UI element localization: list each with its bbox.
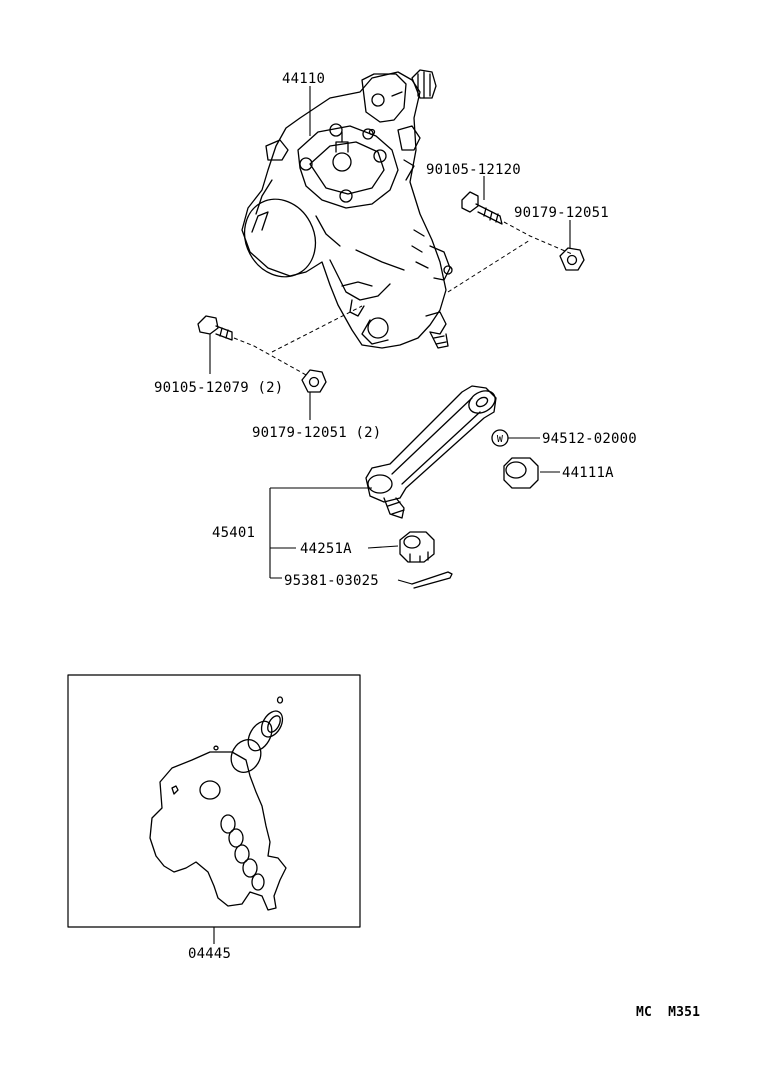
pitman-arm [365, 385, 497, 519]
label-nut-upper: 90179-12051 [514, 205, 609, 221]
lower-mount-dash-line [233, 337, 309, 377]
upper-mounting-bolt [461, 191, 503, 225]
leader-lines [209, 86, 571, 944]
lower-flange-nut [301, 369, 327, 393]
washer-symbol: W [491, 429, 509, 447]
leader-95381-03025 [397, 579, 413, 585]
steering-gear-housing [241, 69, 453, 349]
label-nut-lower: 90179-12051 (2) [252, 425, 381, 441]
washer-symbol-text: W [497, 434, 504, 445]
upper-mount-dash-line-2 [447, 239, 531, 293]
lower-mounting-bolt [197, 315, 233, 341]
label-bolt-upper: 90105-12120 [426, 162, 521, 178]
leader-45401-bracket [269, 487, 372, 579]
label-gasket-kit: 04445 [188, 946, 231, 962]
cotter-pin [411, 571, 453, 589]
label-pitman-arm-assy: 45401 [212, 525, 255, 541]
label-washer: 94512-02000 [542, 431, 637, 447]
label-cotter-pin: 95381-03025 [284, 573, 379, 589]
lower-mount-dash-line-2 [271, 305, 363, 353]
gasket-kit-box [67, 674, 361, 928]
label-gear-assembly: 44110 [282, 71, 325, 87]
label-castle-nut: 44251A [300, 541, 352, 557]
label-nut-arm: 44111A [562, 465, 614, 481]
page-code: MC M351 [636, 1005, 700, 1020]
upper-mount-dash-line [503, 221, 573, 255]
pitman-arm-nut [503, 457, 539, 489]
upper-flange-nut [559, 247, 585, 271]
label-bolt-lower: 90105-12079 (2) [154, 380, 283, 396]
castle-nut [399, 531, 435, 563]
leader-44251A [367, 545, 399, 549]
